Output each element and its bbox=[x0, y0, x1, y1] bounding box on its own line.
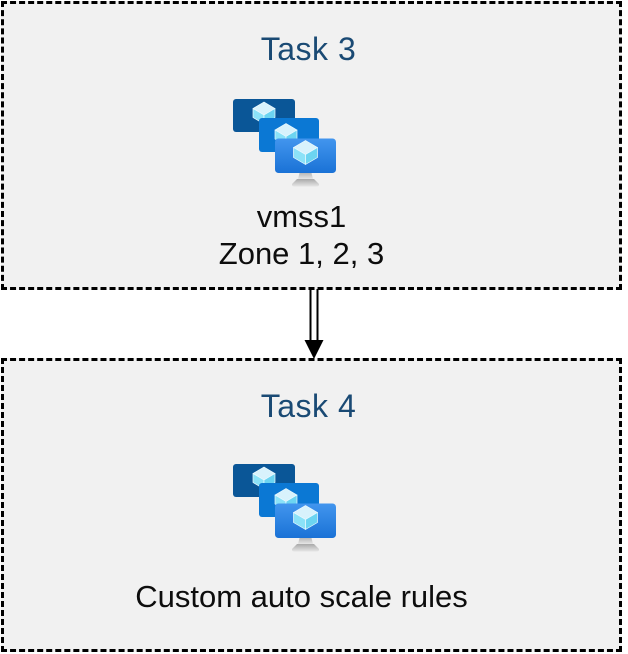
task3-labels: vmss1 Zone 1, 2, 3 bbox=[4, 198, 599, 272]
task4-labels: Custom auto scale rules bbox=[4, 578, 599, 615]
task4-box: Task 4 Custom auto scale rules bbox=[1, 358, 622, 652]
vmss-name-label: vmss1 bbox=[256, 199, 347, 234]
task3-box: Task 3 vmss1 Zone 1, 2, 3 bbox=[1, 1, 622, 290]
task4-title: Task 4 bbox=[260, 388, 357, 424]
task3-title: Task 3 bbox=[260, 31, 357, 67]
vmss-zones-label: Zone 1, 2, 3 bbox=[218, 236, 385, 271]
double-line-down-arrow-icon bbox=[304, 289, 324, 359]
vmss-icon bbox=[232, 99, 336, 187]
task4-caption: Custom auto scale rules bbox=[135, 579, 468, 614]
vmss-icon bbox=[232, 464, 336, 552]
